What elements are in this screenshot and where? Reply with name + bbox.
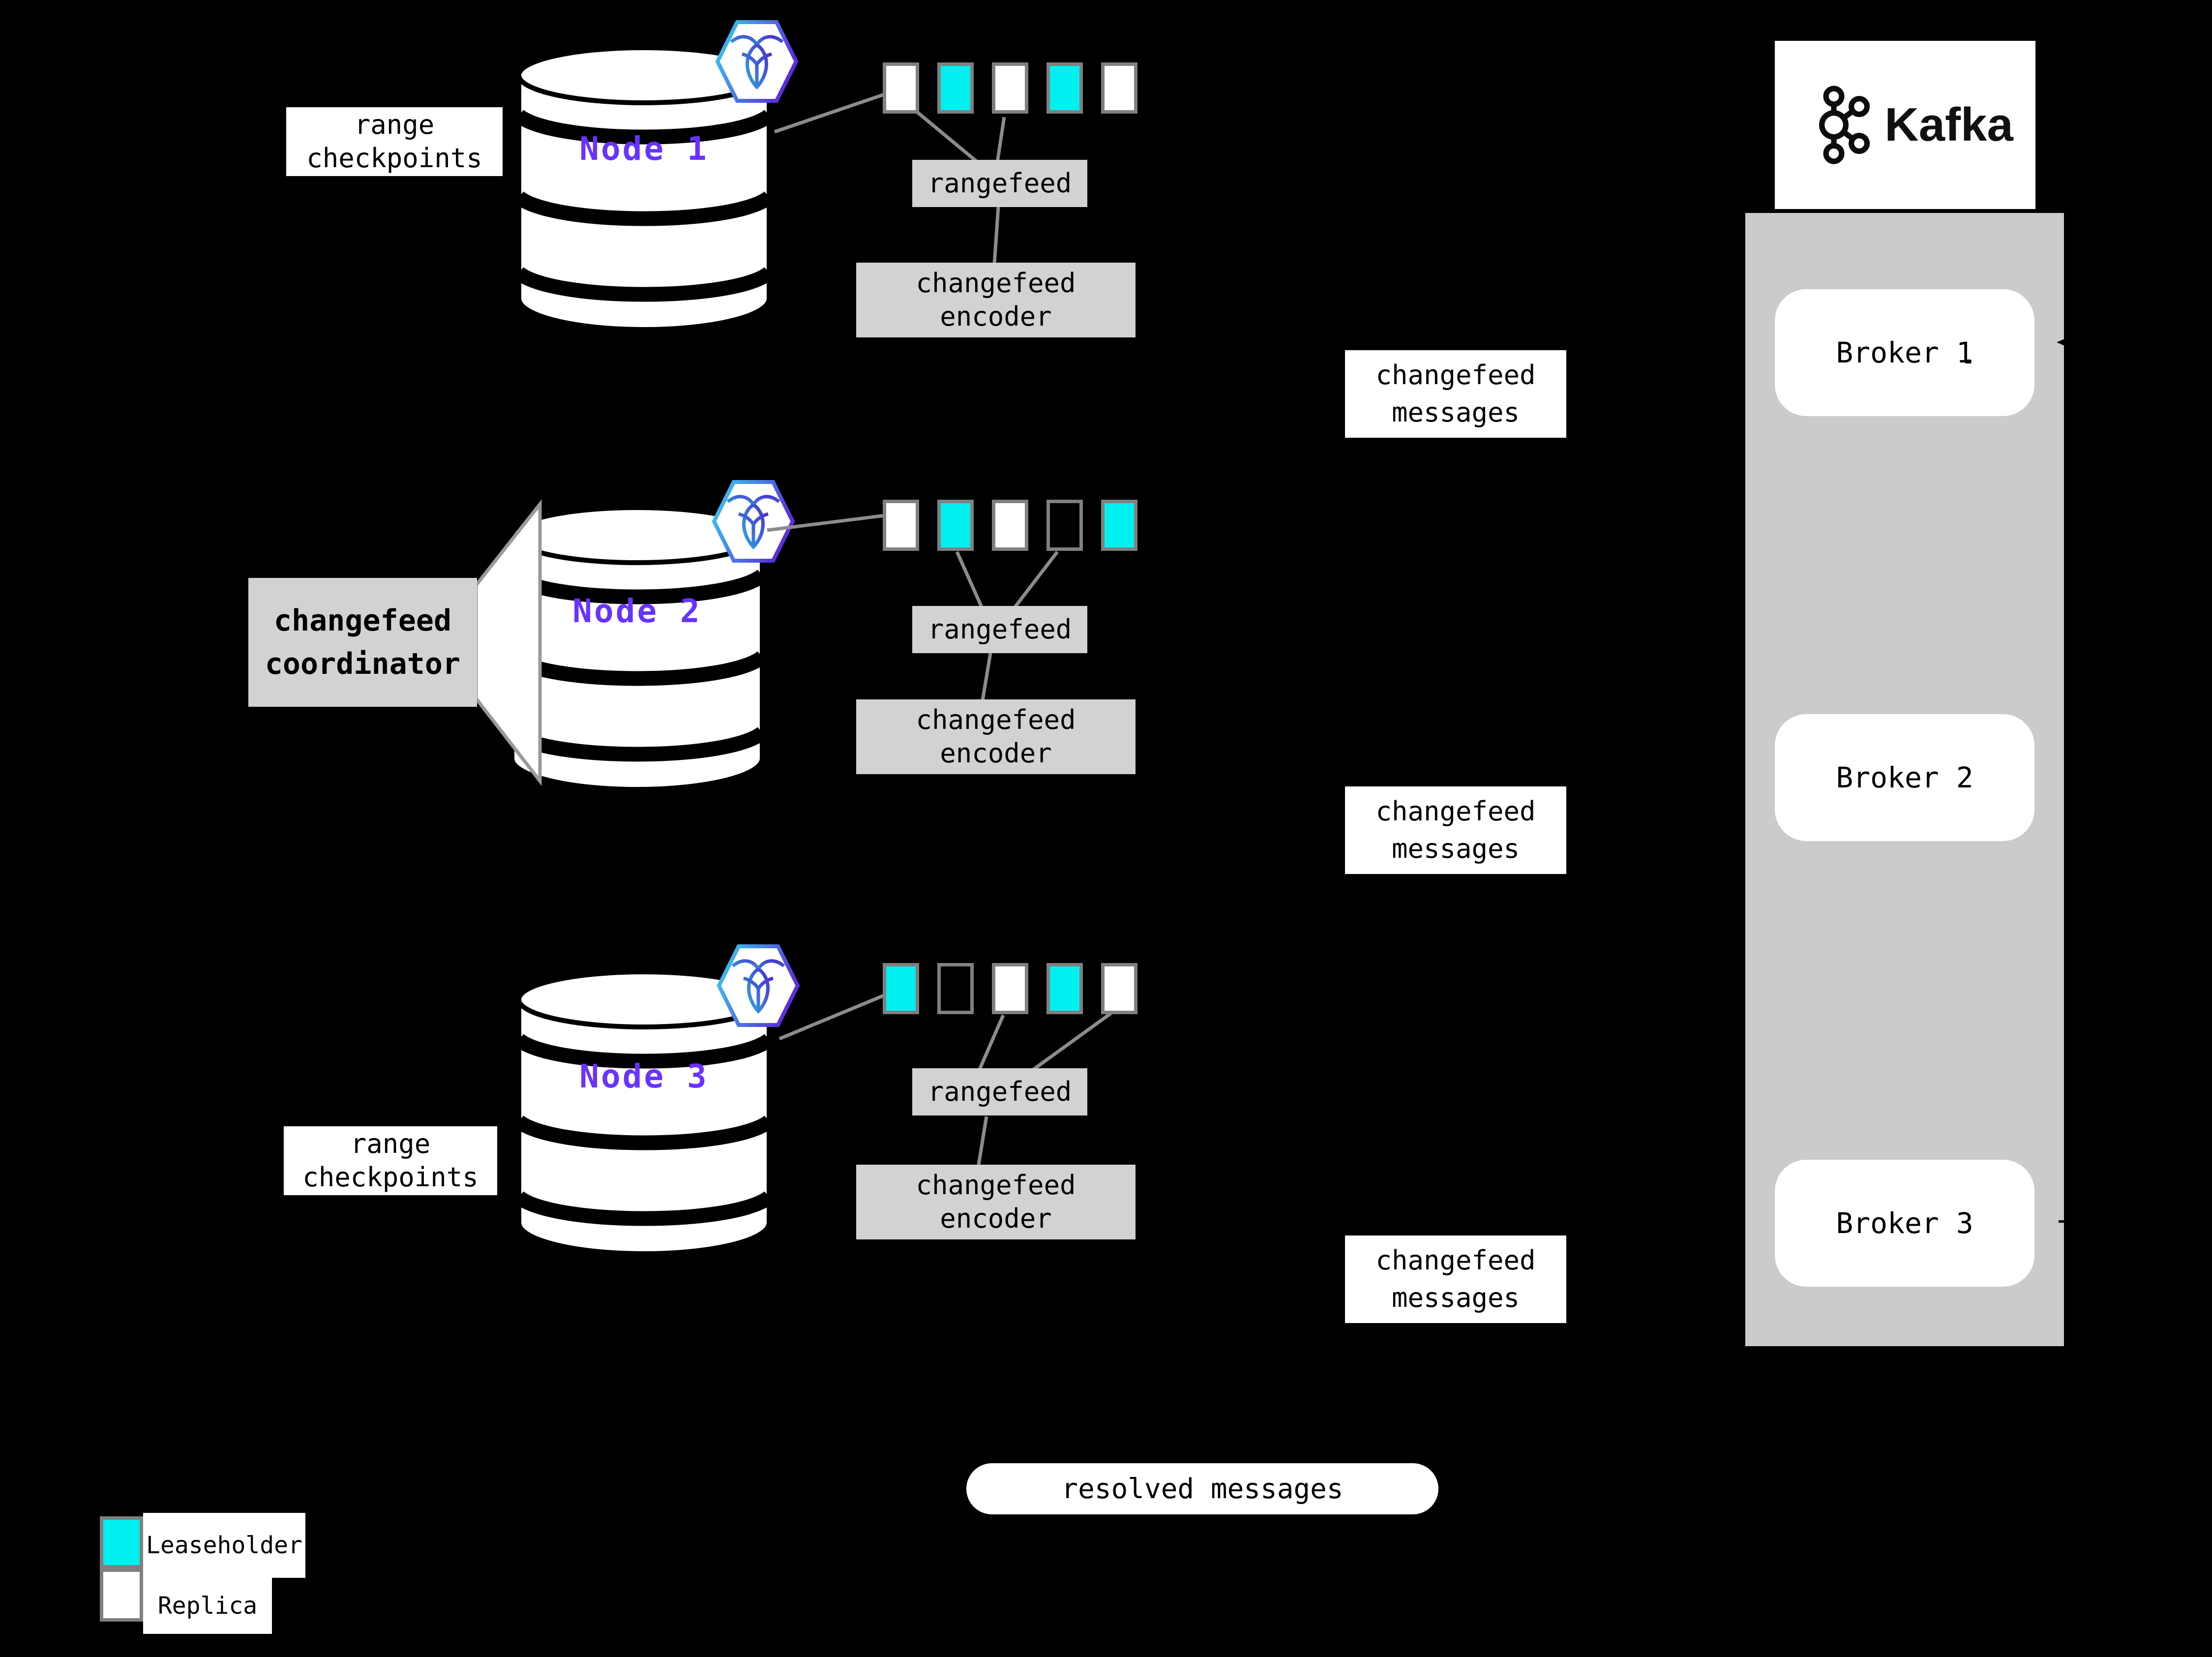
cockroachdb-logo-icon xyxy=(714,482,793,561)
legend-leaseholder-text: Leaseholder xyxy=(146,1532,302,1559)
arrow-line-fragment xyxy=(1965,360,1971,363)
arrow-line-fragment xyxy=(2059,1220,2069,1223)
changefeed-encoder-box: changefeed encoder xyxy=(856,263,1136,337)
changefeed-messages-text: changefeed messages xyxy=(1375,360,1536,428)
range-square xyxy=(937,62,974,114)
arrowhead-left-icon xyxy=(2057,333,2077,351)
range-square xyxy=(992,500,1028,551)
rangefeed-box: rangefeed xyxy=(912,160,1087,207)
changefeed-encoder-box: changefeed encoder xyxy=(856,1165,1136,1239)
kafka-logo-box: Kafka xyxy=(1775,41,2035,209)
changefeed-messages-label: changefeed messages xyxy=(1345,350,1566,438)
range-square xyxy=(1046,500,1083,551)
rangefeed-text: rangefeed xyxy=(927,614,1072,645)
coordinator-flap xyxy=(474,499,542,786)
node2-cylinder xyxy=(512,508,762,789)
node-title: Node 1 xyxy=(515,129,773,168)
range-square xyxy=(1101,500,1137,551)
range-square xyxy=(1101,62,1137,114)
range-square xyxy=(1101,963,1137,1014)
rangefeed-text: rangefeed xyxy=(927,1076,1072,1107)
broker1-text: Broker 1 xyxy=(1836,336,1973,369)
changefeed-coordinator-text: changefeed coordinator xyxy=(265,603,461,681)
legend-replica-text: Replica xyxy=(157,1592,258,1620)
legend-leaseholder-label: Leaseholder xyxy=(143,1513,305,1578)
range-square xyxy=(883,963,919,1014)
changefeed-coordinator-label: changefeed coordinator xyxy=(248,578,477,707)
node3-label: Node 3 xyxy=(579,1057,709,1095)
range-checkpoints-text: range checkpoints xyxy=(306,109,482,174)
kafka-brand-text: Kafka xyxy=(1884,98,2013,151)
range-square xyxy=(992,963,1028,1014)
kafka-icon xyxy=(1819,86,1870,164)
node1-label: Node 1 xyxy=(579,129,709,168)
range-square xyxy=(1046,62,1083,114)
rangefeed-box: rangefeed xyxy=(912,1068,1087,1115)
changefeed-encoder-text: changefeed encoder xyxy=(916,268,1076,332)
node-title: Node 3 xyxy=(515,1056,773,1096)
broker-box: Broker 3 xyxy=(1775,1160,2034,1287)
broker3-text: Broker 3 xyxy=(1836,1206,1973,1240)
legend-replica-swatch xyxy=(100,1568,143,1622)
changefeed-messages-text: changefeed messages xyxy=(1375,796,1536,864)
rangefeed-text: rangefeed xyxy=(927,168,1072,199)
range-checkpoints-text: range checkpoints xyxy=(302,1128,478,1193)
broker2-text: Broker 2 xyxy=(1836,761,1973,794)
rangefeed-box: rangefeed xyxy=(912,606,1087,653)
broker-box: Broker 2 xyxy=(1775,714,2034,841)
connector-lines xyxy=(767,92,1114,1165)
legend-replica-label: Replica xyxy=(143,1578,272,1634)
range-square xyxy=(883,500,919,551)
resolved-messages-text: resolved messages xyxy=(1061,1473,1344,1505)
changefeed-messages-text: changefeed messages xyxy=(1375,1245,1536,1313)
node2-label: Node 2 xyxy=(572,592,702,630)
range-square xyxy=(937,963,974,1014)
changefeed-encoder-box: changefeed encoder xyxy=(856,699,1136,774)
legend-leaseholder-swatch xyxy=(100,1516,143,1568)
changefeed-messages-label: changefeed messages xyxy=(1345,1235,1566,1323)
range-checkpoints-label-top: range checkpoints xyxy=(286,107,503,176)
range-square xyxy=(992,62,1028,114)
node-title: Node 2 xyxy=(508,591,766,631)
range-square xyxy=(883,62,919,114)
changefeed-messages-label: changefeed messages xyxy=(1345,786,1566,874)
changefeed-encoder-text: changefeed encoder xyxy=(916,704,1076,769)
resolved-messages-label: resolved messages xyxy=(966,1463,1438,1514)
broker-box: Broker 1 xyxy=(1775,289,2034,416)
range-checkpoints-label-bottom: range checkpoints xyxy=(284,1126,497,1195)
cockroachdb-logo-icon xyxy=(719,946,798,1025)
changefeed-encoder-text: changefeed encoder xyxy=(916,1170,1076,1234)
cockroachdb-logo-icon xyxy=(717,22,796,101)
range-square xyxy=(937,500,974,551)
range-square xyxy=(1046,963,1083,1014)
